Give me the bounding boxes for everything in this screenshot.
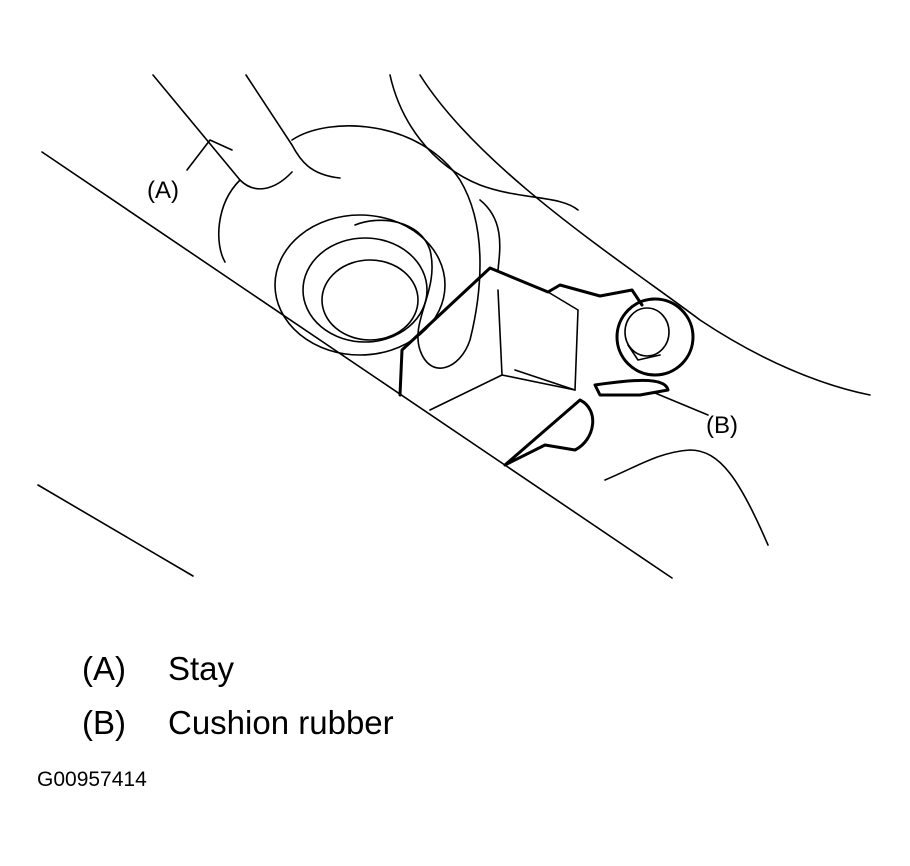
grommet-mid <box>302 237 428 343</box>
bracket-edge <box>514 369 576 391</box>
bolt-head <box>624 307 670 357</box>
legend-label-a: Stay <box>168 650 235 687</box>
panel-curve-inner <box>389 74 579 211</box>
frame-edge-lower <box>37 484 194 577</box>
grommet-inner <box>321 259 419 341</box>
stay-cushion-rubber-illustration: (A) (B) <box>37 74 871 579</box>
legend: (A) Stay (B) Cushion rubber <box>82 650 394 758</box>
grommet-outer <box>274 214 446 356</box>
stay-arm-inner <box>245 74 341 179</box>
callout-a-label: (A) <box>147 177 179 204</box>
bracket-outline <box>398 266 644 397</box>
legend-row-a: (A) Stay <box>82 650 394 704</box>
stay-body-right <box>479 199 501 271</box>
legend-key-a: (A) <box>82 650 126 687</box>
bolt-collar <box>615 297 695 377</box>
legend-key-b: (B) <box>82 704 126 741</box>
bolt-shank <box>627 344 661 361</box>
stay-loop <box>291 125 481 369</box>
bracket-face <box>429 289 579 411</box>
frame-edge-upper <box>41 151 673 579</box>
bracket-foot <box>503 398 595 467</box>
cushion-rubber <box>593 378 670 397</box>
leader-line-a <box>186 139 233 171</box>
figure-id: G00957414 <box>37 768 147 791</box>
callout-b-label: (B) <box>706 412 738 439</box>
stay-arm-outer <box>152 74 293 190</box>
legend-row-b: (B) Cushion rubber <box>82 704 394 758</box>
legend-label-b: Cushion rubber <box>168 704 394 741</box>
lower-contour <box>604 449 769 546</box>
panel-curve-outer <box>419 74 871 396</box>
stay-body-left <box>217 179 241 263</box>
leader-line-b <box>654 392 709 416</box>
